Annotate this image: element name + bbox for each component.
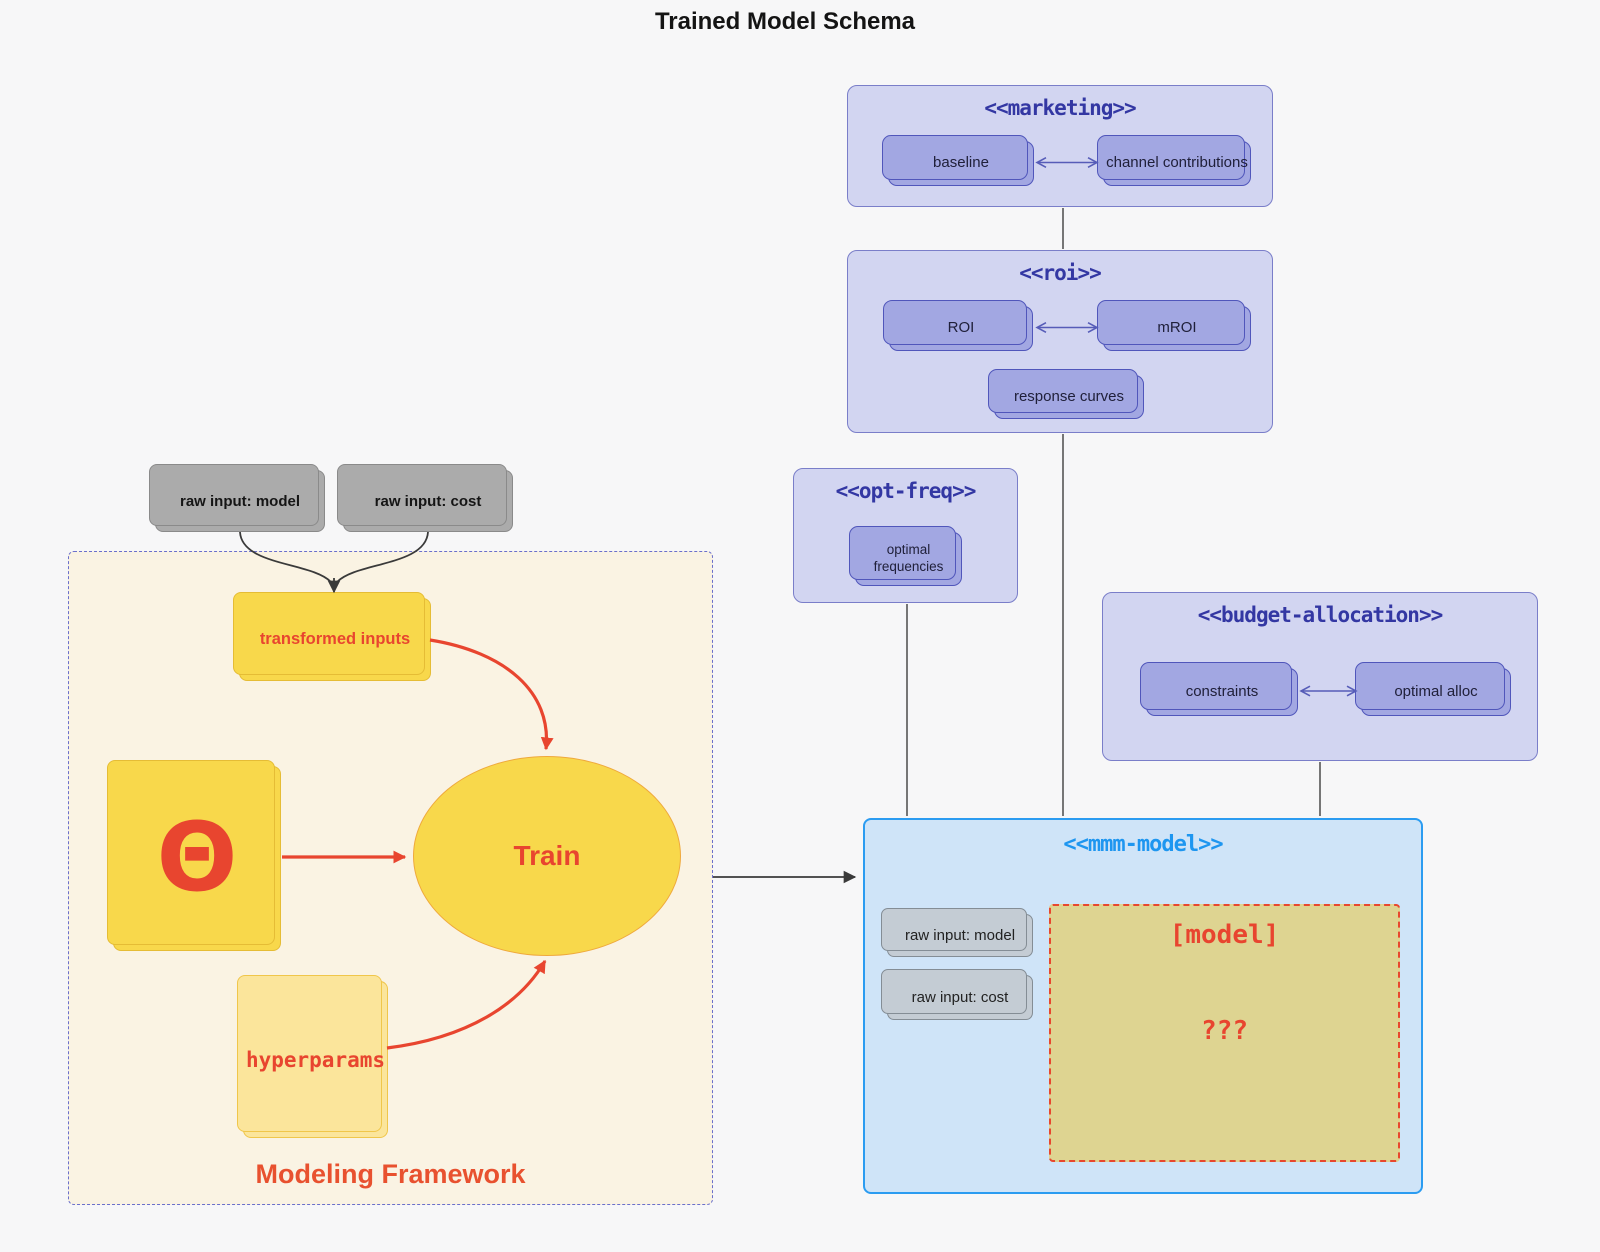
node-raw-input-model-mmm: raw input: model bbox=[881, 908, 1033, 957]
node-raw-input-model: raw input: model bbox=[149, 464, 325, 532]
node-transformed-inputs: transformed inputs bbox=[233, 592, 431, 681]
model-placeholder-box: [model] ??? bbox=[1049, 904, 1400, 1162]
modeling-framework-container: Modeling Framework transformed inputs Θ … bbox=[68, 551, 713, 1205]
node-train: Train bbox=[413, 756, 681, 956]
node-transformed-inputs-label: transformed inputs bbox=[259, 630, 411, 648]
budget-allocation-container: <<budget-allocation>> constraints optima… bbox=[1102, 592, 1538, 761]
node-hyperparams: hyperparams bbox=[237, 975, 388, 1138]
node-roi-label: ROI bbox=[947, 319, 975, 337]
node-theta-label: Θ bbox=[156, 803, 238, 913]
node-optimal-alloc-label: optimal alloc bbox=[1394, 682, 1478, 700]
opt-freq-title: <<opt-freq>> bbox=[835, 479, 977, 503]
node-hyperparams-label: hyperparams bbox=[245, 1047, 386, 1072]
roi-title: <<roi>> bbox=[1019, 261, 1102, 285]
node-channel-contributions-label: channel contributions bbox=[1106, 154, 1248, 172]
mmm-model-container: <<mmm-model>> raw input: model raw input… bbox=[863, 818, 1423, 1194]
node-raw-input-cost-label: raw input: cost bbox=[374, 492, 482, 510]
model-unknown-label: ??? bbox=[1201, 1016, 1248, 1046]
modeling-framework-label: Modeling Framework bbox=[255, 1159, 526, 1189]
node-optimal-alloc: optimal alloc bbox=[1355, 662, 1511, 716]
node-response-curves-label: response curves bbox=[1013, 387, 1125, 405]
node-constraints-label: constraints bbox=[1185, 682, 1259, 700]
diagram-title: Trained Model Schema bbox=[654, 8, 916, 35]
node-baseline-label: baseline bbox=[933, 154, 989, 172]
node-roi: ROI bbox=[883, 300, 1033, 351]
model-placeholder-label: [model] bbox=[1169, 920, 1280, 950]
node-train-label: Train bbox=[513, 840, 581, 871]
node-constraints: constraints bbox=[1140, 662, 1298, 716]
node-mroi-label: mROI bbox=[1157, 319, 1197, 337]
node-raw-input-cost: raw input: cost bbox=[337, 464, 513, 532]
marketing-title: <<marketing>> bbox=[984, 96, 1136, 120]
node-optimal-frequencies-label: optimal frequencies bbox=[873, 542, 944, 574]
node-optimal-frequencies: optimal frequencies bbox=[849, 526, 962, 586]
node-baseline: baseline bbox=[882, 135, 1034, 186]
node-raw-input-model-mmm-label: raw input: model bbox=[904, 927, 1016, 944]
node-theta: Θ bbox=[107, 760, 281, 951]
node-raw-input-cost-mmm: raw input: cost bbox=[881, 969, 1033, 1020]
node-mroi: mROI bbox=[1097, 300, 1251, 351]
node-response-curves: response curves bbox=[988, 369, 1144, 419]
node-channel-contributions: channel contributions bbox=[1097, 135, 1251, 186]
budget-allocation-title: <<budget-allocation>> bbox=[1197, 603, 1444, 627]
node-raw-input-cost-mmm-label: raw input: cost bbox=[911, 989, 1009, 1006]
mmm-model-title: <<mmm-model>> bbox=[1063, 832, 1223, 857]
marketing-container: <<marketing>> baseline channel contribut… bbox=[847, 85, 1273, 207]
opt-freq-container: <<opt-freq>> optimal frequencies bbox=[793, 468, 1018, 603]
node-raw-input-model-label: raw input: model bbox=[180, 492, 300, 510]
roi-container: <<roi>> ROI mROI response curves bbox=[847, 250, 1273, 433]
